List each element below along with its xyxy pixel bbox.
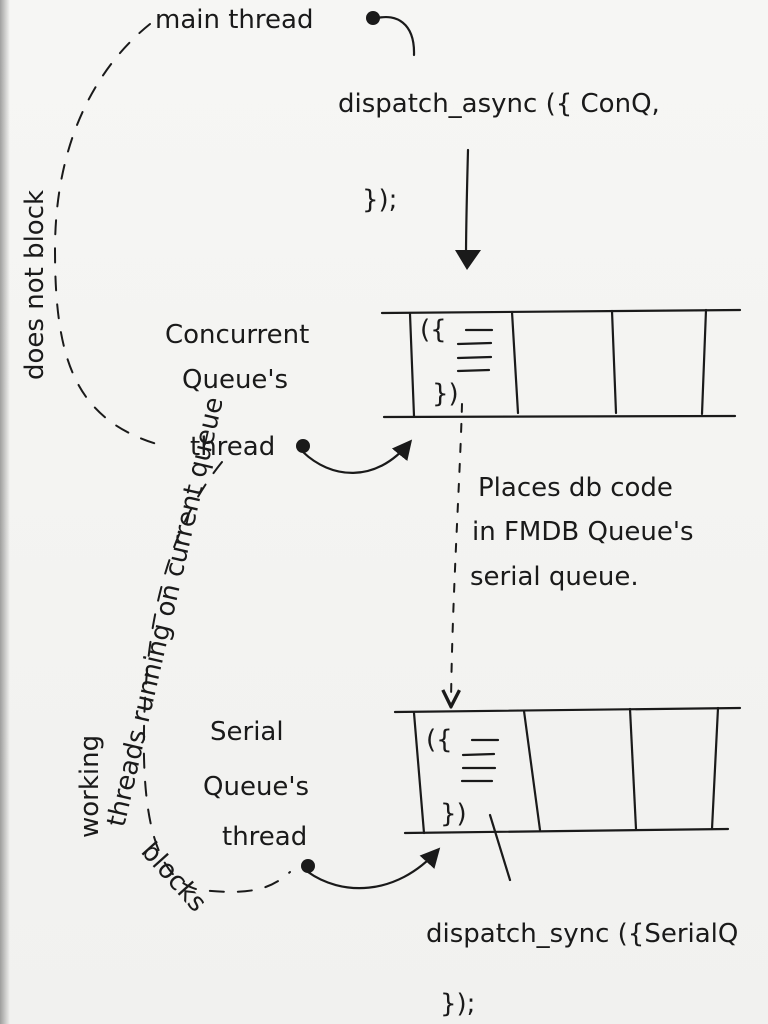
- dispatch-sync-call: dispatch_sync ({SerialQ: [426, 919, 738, 949]
- serial-code-lines: [460, 738, 500, 783]
- dispatch-async-call: dispatch_async ({ ConQ,: [338, 89, 660, 119]
- concurrent-queue-title-2: Queue's: [182, 365, 288, 395]
- serial-block-close: }): [440, 799, 467, 829]
- dispatch-sync-pointer: [488, 813, 512, 882]
- serial-queue-box: [393, 706, 742, 835]
- async-down-arrowhead: [455, 250, 481, 270]
- concurrent-code-lines: [456, 328, 494, 373]
- blocks-label: blocks: [135, 837, 213, 918]
- main-thread-dot: [366, 11, 380, 25]
- concurrent-block-open: ({: [420, 315, 447, 345]
- main-thread-hook: [376, 16, 416, 57]
- working-threads-dashed-curve: [142, 461, 291, 893]
- places-db-line-2: in FMDB Queue's: [472, 517, 694, 547]
- page-edge-shadow: [0, 0, 10, 1024]
- concurrent-queue-title-1: Concurrent: [165, 320, 309, 350]
- concurrent-thread-dot: [296, 439, 310, 453]
- dispatch-sync-close: });: [440, 989, 475, 1019]
- main-thread-label: main thread: [155, 5, 313, 35]
- serial-queue-title-1: Serial: [210, 717, 284, 747]
- does-not-block-label: does not block: [20, 190, 50, 380]
- places-db-line-1: Places db code: [478, 473, 673, 503]
- threads-running-label: threads running on current queue: [102, 394, 230, 829]
- places-db-line-3: serial queue.: [470, 562, 639, 592]
- serial-thread-dot: [301, 859, 315, 873]
- serial-thread-arrow: [306, 847, 441, 890]
- serial-block-open: ({: [426, 725, 453, 755]
- serial-queue-title-2: Queue's: [203, 772, 309, 802]
- async-down-arrow: [464, 148, 470, 260]
- dispatch-async-close: });: [362, 185, 397, 215]
- concurrent-queue-thread-label: thread: [190, 432, 275, 462]
- does-not-block-dashed-curve: [53, 23, 161, 446]
- concurrent-block-close: }): [432, 379, 459, 409]
- concurrent-thread-arrow: [301, 439, 413, 474]
- concurrent-queue-box: [380, 308, 742, 419]
- places-db-dashed-arrow: [451, 403, 463, 705]
- working-label: working: [75, 735, 105, 838]
- serial-queue-thread-label: thread: [222, 822, 307, 852]
